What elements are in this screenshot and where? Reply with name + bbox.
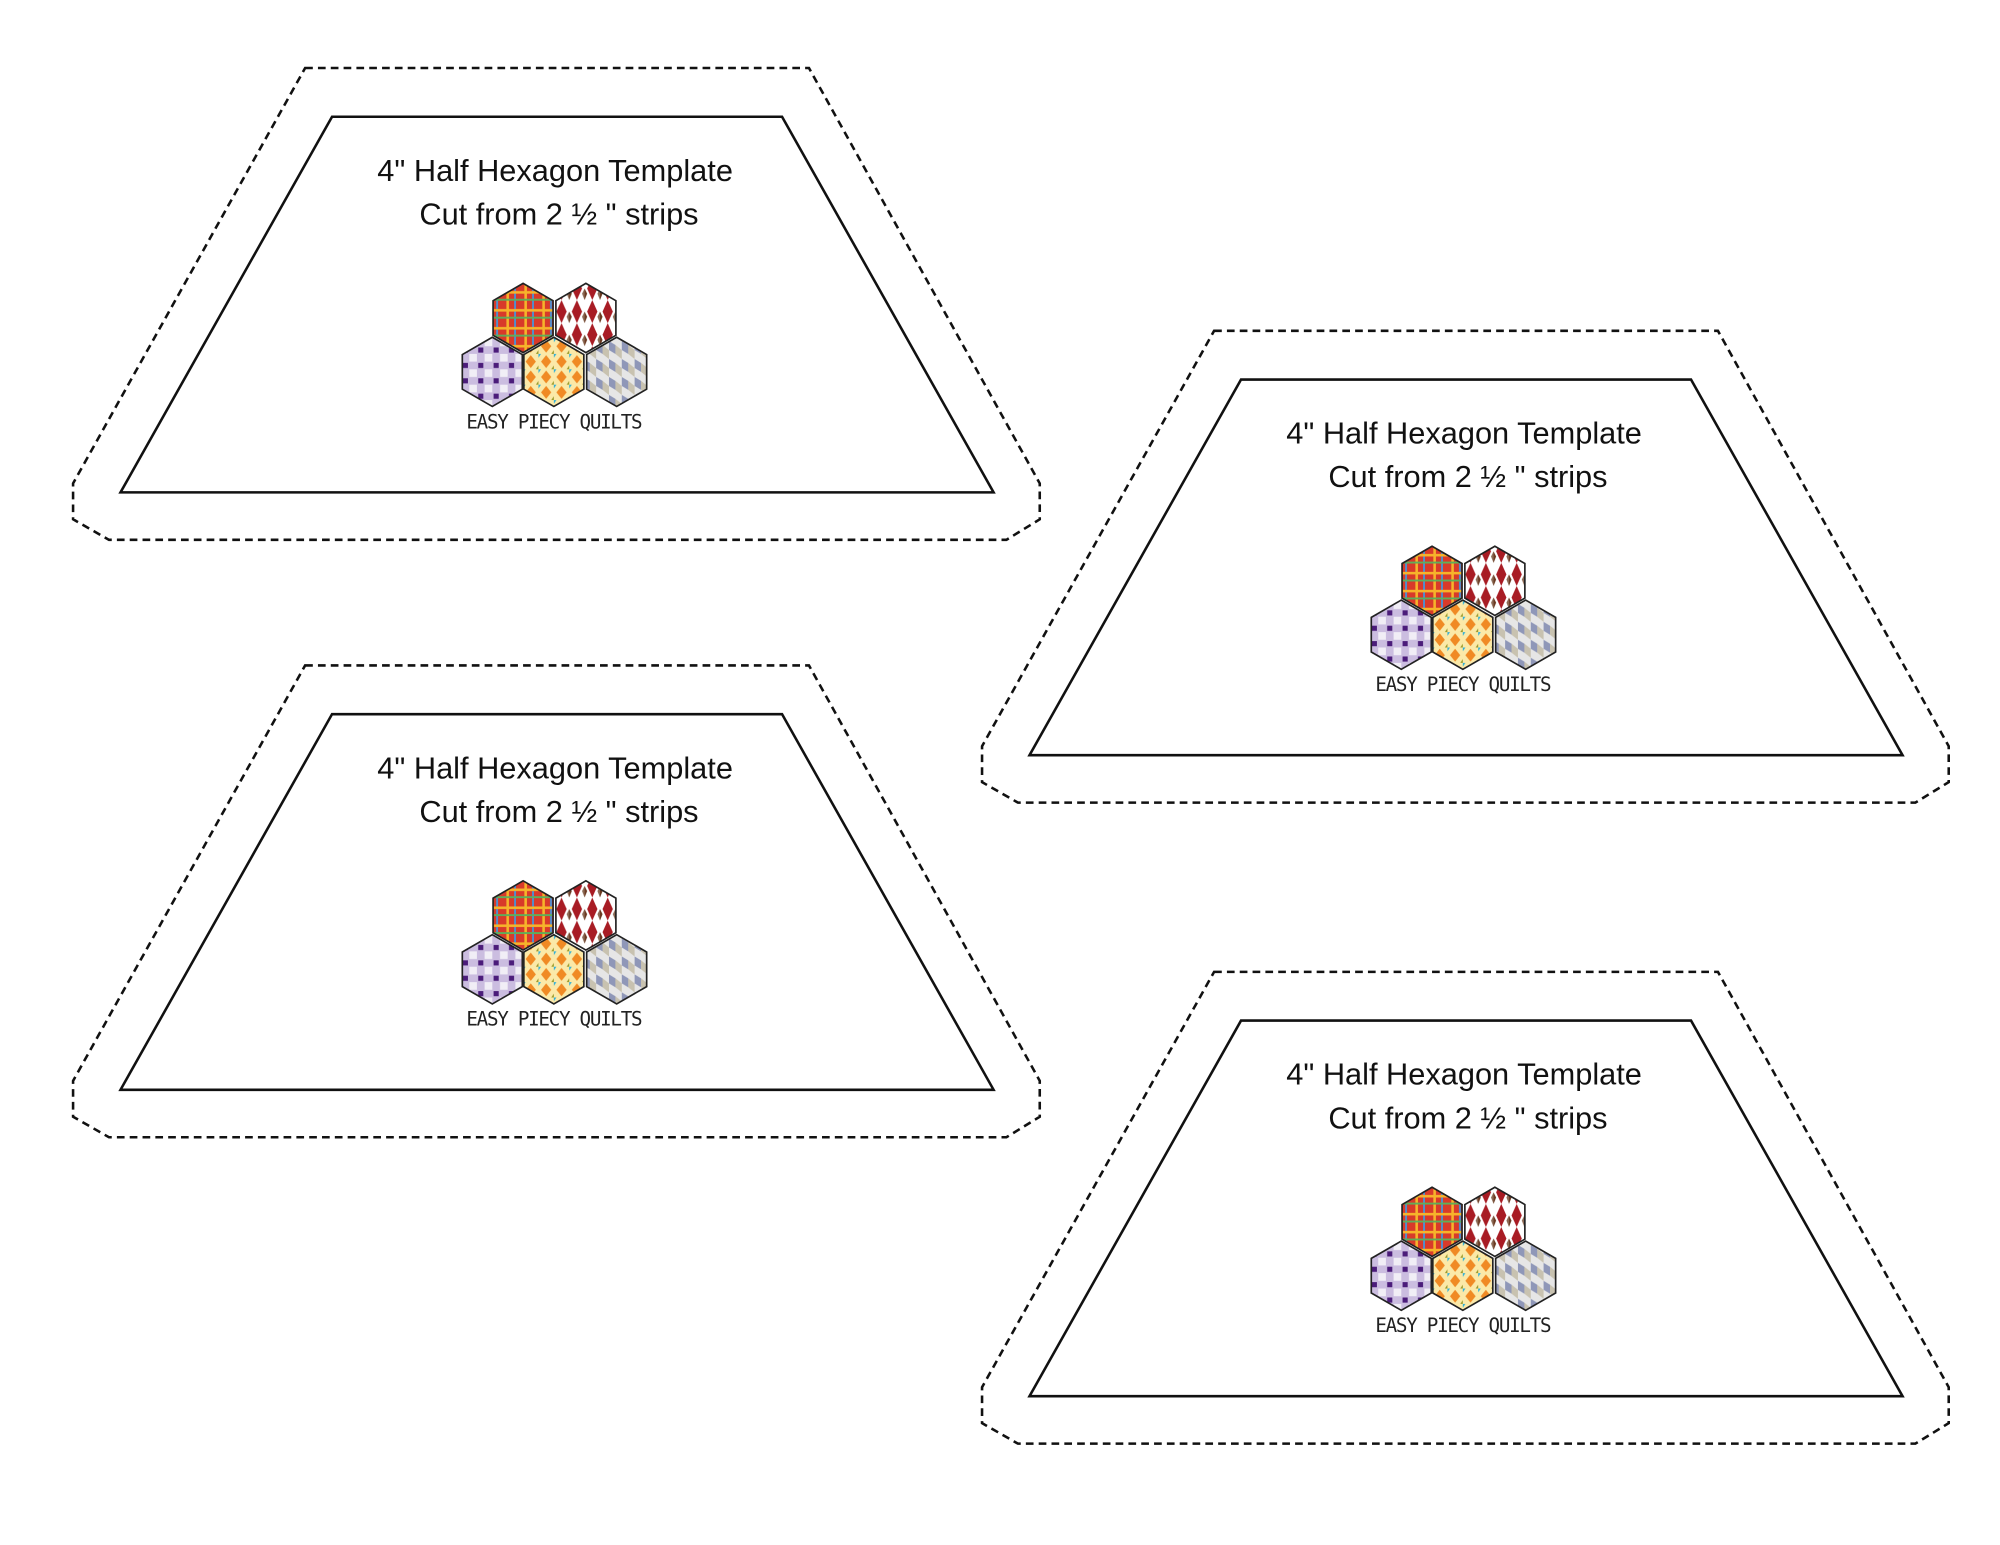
- half-hexagon-template-1: 4" Half Hexagon Template Cut from 2 ½ " …: [71, 66, 1042, 542]
- easy-piecy-quilts-logo: EASY PIECY QUILTS: [1370, 1186, 1557, 1337]
- cutting-line-dashed: [980, 970, 1950, 1445]
- template-title: 4" Half Hexagon Template: [1286, 416, 1642, 451]
- sewing-line-solid: [118, 712, 996, 1092]
- logo-brand-text: EASY PIECY QUILTS: [466, 410, 642, 433]
- logo-argyle-hex: [1464, 545, 1526, 617]
- logo-purple-check-hex: [461, 933, 524, 1005]
- logo-cube-hex: [585, 336, 648, 408]
- logo-diamond-hex: [1431, 599, 1494, 671]
- logo-cube-hex: [1494, 599, 1557, 671]
- logo-plaid-hex: [492, 879, 554, 952]
- template-title: 4" Half Hexagon Template: [1286, 1057, 1642, 1092]
- template-subtitle: Cut from 2 ½ " strips: [1328, 1100, 1607, 1135]
- cutting-line-dashed: [71, 66, 1042, 542]
- template-subtitle: Cut from 2 ½ " strips: [1328, 459, 1607, 494]
- half-hexagon-template-3: 4" Half Hexagon Template Cut from 2 ½ " …: [71, 664, 1042, 1139]
- logo-plaid-hex: [1401, 1186, 1463, 1258]
- logo-diamond-hex: [523, 933, 585, 1005]
- logo-purple-check-hex: [461, 336, 524, 408]
- half-hexagon-template-4: 4" Half Hexagon Template Cut from 2 ½ " …: [980, 970, 1950, 1445]
- sewing-line-solid: [1027, 1019, 1905, 1398]
- logo-purple-check-hex: [1370, 1240, 1433, 1312]
- cutting-line-dashed: [71, 664, 1042, 1139]
- logo-argyle-hex: [555, 879, 617, 952]
- logo-diamond-hex: [1431, 1240, 1494, 1312]
- logo-plaid-hex: [1401, 545, 1463, 617]
- template-title: 4" Half Hexagon Template: [377, 153, 733, 188]
- logo-brand-text: EASY PIECY QUILTS: [1375, 1314, 1551, 1337]
- logo-purple-check-hex: [1370, 599, 1433, 671]
- logo-argyle-hex: [1464, 1186, 1526, 1258]
- logo-diamond-hex: [523, 336, 585, 408]
- template-subtitle: Cut from 2 ½ " strips: [419, 794, 698, 829]
- sewing-line-solid: [1027, 378, 1905, 757]
- cutting-line-dashed: [980, 329, 1950, 804]
- logo-brand-text: EASY PIECY QUILTS: [1375, 673, 1551, 696]
- logo-plaid-hex: [492, 282, 554, 354]
- logo-argyle-hex: [555, 282, 617, 354]
- template-subtitle: Cut from 2 ½ " strips: [419, 196, 698, 231]
- half-hexagon-template-2: 4" Half Hexagon Template Cut from 2 ½ " …: [980, 329, 1950, 804]
- logo-cube-hex: [585, 933, 648, 1005]
- easy-piecy-quilts-logo: EASY PIECY QUILTS: [1370, 545, 1557, 696]
- logo-cube-hex: [1494, 1240, 1557, 1312]
- easy-piecy-quilts-logo: EASY PIECY QUILTS: [461, 282, 648, 433]
- easy-piecy-quilts-logo: EASY PIECY QUILTS: [461, 879, 648, 1031]
- sewing-line-solid: [118, 115, 996, 494]
- template-title: 4" Half Hexagon Template: [377, 750, 733, 785]
- logo-brand-text: EASY PIECY QUILTS: [466, 1008, 642, 1031]
